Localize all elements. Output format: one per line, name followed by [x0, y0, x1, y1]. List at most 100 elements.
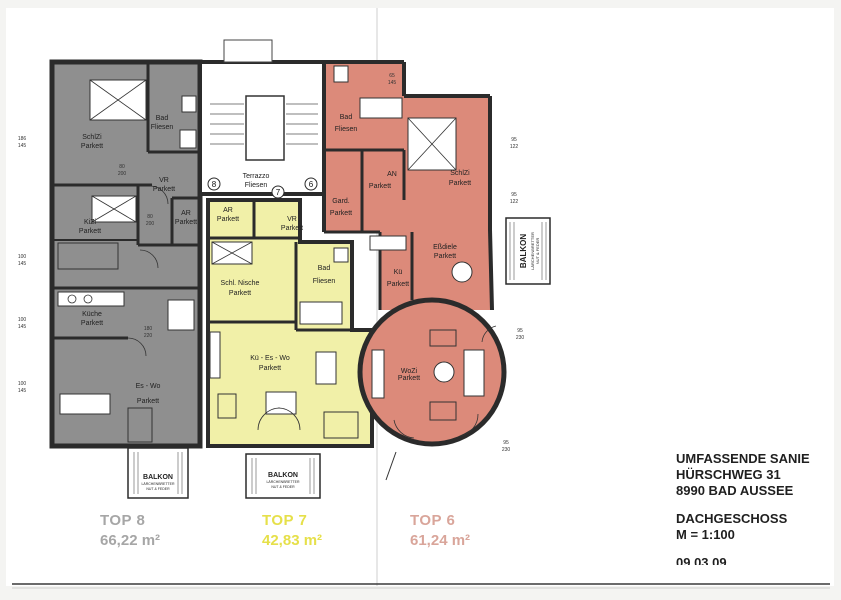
room-floor-terrazzo: Fliesen	[245, 182, 268, 189]
stair-hall	[198, 39, 326, 196]
dining-table-icon	[167, 299, 195, 331]
balcony-top7: BALKON LÄRCHENBRETTER NUT & FEDER	[245, 453, 321, 499]
door-swing-icon	[127, 337, 147, 357]
room-name-terrazzo: Terrazzo	[243, 173, 270, 180]
coffee-table-icon	[433, 361, 455, 383]
wardrobe-icon	[209, 331, 221, 379]
balcony-right: BALKON LÄRCHENBRETTER NUT & FEDER	[505, 217, 551, 285]
room-floor-vr-top7: Parkett	[281, 225, 303, 232]
room-name-kizi-top8: KiZi	[84, 219, 97, 226]
dim-left-145b: 145	[18, 261, 27, 267]
room-floor-ku-top6: Parkett	[387, 281, 409, 288]
balcony-top8-sub1: LÄRCHENBRETTER	[141, 482, 175, 486]
room-floor-schlnische-top7: Parkett	[229, 290, 251, 297]
sofa-icon	[59, 393, 111, 415]
room-labels: SchlZi Parkett Bad Fliesen VR Parkett Ki…	[79, 114, 471, 405]
bed-icon-line	[91, 195, 137, 223]
balcony-right-sub2: NUT & FEDER	[535, 238, 540, 265]
dining-table-icon	[265, 391, 297, 415]
dim-right-95a: 95	[511, 137, 517, 143]
top8-fill	[52, 62, 200, 446]
balcony-top7-sub1: LÄRCHENBRETTER	[266, 480, 300, 484]
dim-top-65: 65	[389, 73, 395, 79]
balcony-top7-title: BALKON	[268, 472, 298, 479]
unit-summary-top8: TOP 8 66,22 m²	[100, 512, 160, 549]
dim-bottom-95: 95	[503, 440, 509, 446]
marker-7-circle	[271, 185, 285, 199]
dim-top-145: 145	[388, 80, 397, 86]
dim-bottom-230: 230	[502, 447, 511, 453]
room-floor-kuche-top8: Parkett	[81, 320, 103, 327]
stair-top-bay	[223, 39, 273, 63]
dim-right-122a: 122	[510, 144, 519, 150]
room-floor-essdiele-top6: Parkett	[434, 253, 456, 260]
drawing-scale: M = 1:100	[676, 527, 735, 542]
bed-icon-line	[89, 79, 147, 121]
dim-left-100b: 100	[18, 317, 27, 323]
room-floor-schlzi-top8: Parkett	[81, 143, 103, 150]
dim-right-95b: 95	[511, 192, 517, 198]
armchair-icon	[217, 393, 237, 419]
armchair-icon	[127, 407, 153, 443]
dim-door-80b: 80	[147, 214, 153, 220]
project-title: UMFASSENDE SANIE	[676, 451, 810, 466]
door-swing-icon	[393, 419, 415, 439]
dim-left-145c: 145	[18, 324, 27, 330]
top8-outer-wall	[49, 59, 203, 449]
toilet-icon	[333, 247, 349, 263]
room-name-ar-top8: AR	[181, 210, 191, 217]
dim-right-230: 230	[516, 335, 525, 341]
balcony-right-outline	[505, 217, 551, 285]
dim-left-186: 186	[18, 136, 27, 142]
room-floor-kizi-top8: Parkett	[79, 228, 101, 235]
unit-top6	[322, 60, 507, 481]
dim-left-145a: 145	[18, 143, 27, 149]
stove-icon	[83, 294, 93, 304]
sink-icon	[179, 129, 197, 149]
unit-summary-top7: TOP 7 42,83 m²	[262, 512, 322, 549]
room-floor-kueswo-top7: Parkett	[259, 365, 281, 372]
balcony-top8-title: BALKON	[143, 474, 173, 481]
marker-6-circle	[304, 177, 318, 191]
room-floor-schlzi-top6: Parkett	[449, 180, 471, 187]
room-floor-bad-top8: Fliesen	[151, 124, 174, 131]
room-name-gard-top6: Gard.	[332, 198, 350, 205]
marker-8-circle	[207, 177, 221, 191]
toilet-icon	[333, 65, 349, 83]
unit-area-top6: 61,24 m²	[410, 532, 471, 549]
sideboard-icon	[371, 349, 385, 399]
balcony-top8-sub2: NUT & FEDER	[146, 487, 170, 491]
marker-7: 7	[276, 188, 281, 197]
room-name-ku-top6: Kü	[394, 269, 403, 276]
drawing-date: 09.03.09	[676, 555, 727, 565]
room-name-bad-top6: Bad	[340, 114, 353, 121]
room-name-essdiele-top6: Eßdiele	[433, 244, 457, 251]
room-name-kuche-top8: Küche	[82, 311, 102, 318]
unit-top8	[49, 59, 203, 449]
dim-right-95c: 95	[517, 328, 523, 334]
dim-left-100a: 100	[18, 254, 27, 260]
room-name-schlzi-top6: SchlZi	[450, 170, 470, 177]
door-swing-icon	[277, 407, 301, 431]
unit-area-top7: 42,83 m²	[262, 532, 323, 549]
unit-summary-top6: TOP 6 61,24 m²	[410, 512, 470, 549]
unit-name-top6: TOP 6	[410, 512, 456, 529]
room-floor-gard-top6: Parkett	[330, 210, 352, 217]
room-floor-bad-top6: Fliesen	[335, 126, 358, 133]
room-floor-bad-top7: Fliesen	[313, 278, 336, 285]
project-address: HÜRSCHWEG 31	[676, 467, 781, 482]
room-name-kueswo-top7: Kü - Es - Wo	[250, 355, 290, 362]
bed-icon-line	[211, 241, 253, 265]
unit-name-top8: TOP 8	[100, 512, 146, 529]
bed-icon-line	[407, 117, 457, 171]
room-floor-eswo-top8: Parkett	[137, 398, 159, 405]
room-floor-vr-top8: Parkett	[153, 186, 175, 193]
project-city: 8990 BAD AUSSEE	[676, 483, 794, 498]
door-swing-icon	[139, 249, 159, 269]
sofa-icon	[463, 349, 485, 397]
door-swing-icon	[257, 407, 281, 431]
floor-name: DACHGESCHOSS	[676, 511, 788, 526]
bathtub-icon	[299, 301, 343, 325]
armchair-icon	[429, 329, 457, 347]
